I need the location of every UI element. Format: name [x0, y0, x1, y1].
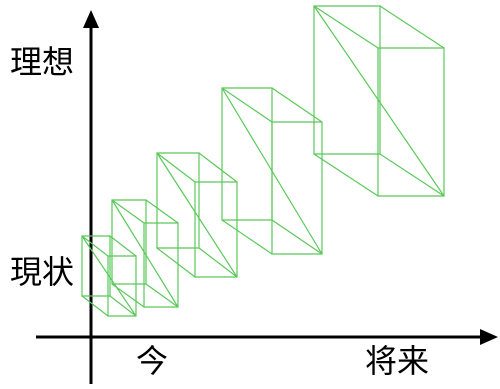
- box-5: [313, 5, 445, 197]
- wireframe-boxes: [81, 5, 445, 317]
- y-axis-top-label: 理想: [10, 43, 75, 81]
- axes: [36, 10, 498, 384]
- x-axis-left-label: 今: [136, 342, 169, 380]
- box-2: [111, 199, 179, 308]
- box-1: [81, 235, 137, 317]
- x-axis-arrowhead: [480, 329, 498, 345]
- x-axis-right-label: 将来: [365, 342, 430, 380]
- y-axis-arrowhead: [83, 10, 99, 28]
- box-3: [156, 152, 238, 278]
- box-4: [221, 87, 323, 255]
- y-axis-bottom-label: 現状: [10, 253, 75, 291]
